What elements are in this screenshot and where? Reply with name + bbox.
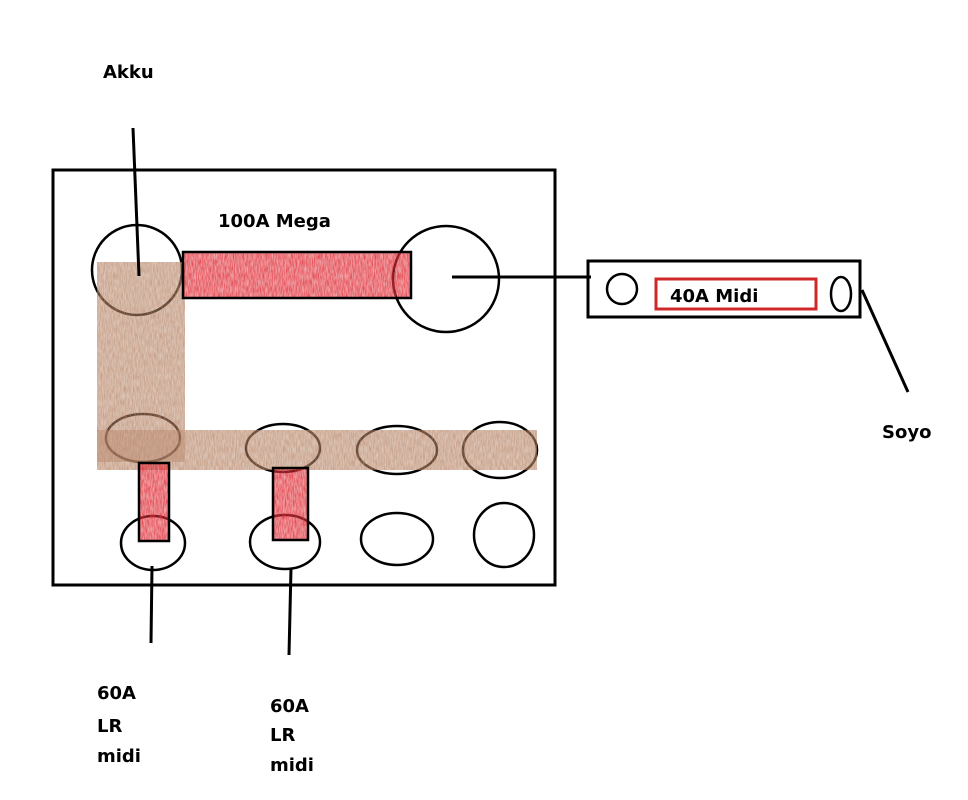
midi-fuse-40a-box bbox=[654, 277, 818, 311]
busbar bbox=[97, 262, 537, 470]
midi-fuse-60a-left bbox=[137, 461, 171, 543]
fuse-left-label-line2: LR bbox=[97, 716, 122, 737]
fuse-left-label-line1: 60A bbox=[97, 683, 136, 704]
fuse-right-label-line3: midi bbox=[270, 755, 314, 776]
akku-label: Akku bbox=[103, 62, 154, 83]
fuse-right-label-line1: 60A bbox=[270, 696, 309, 717]
midi-40a-label: 40A Midi bbox=[670, 286, 758, 307]
midi-fuse-60a-right bbox=[271, 466, 310, 542]
midi-holder-terminal-right bbox=[829, 275, 853, 313]
mega-fuse-label: 100A Mega bbox=[218, 211, 331, 232]
fuse-left-label: 60A LR midi bbox=[97, 683, 141, 767]
battery-cable bbox=[131, 127, 141, 277]
midi-holder-terminal-left bbox=[605, 272, 639, 306]
fuse-right-label: 60A LR midi bbox=[270, 696, 314, 776]
mega-fuse-100a bbox=[181, 250, 413, 300]
fuse-left-cable bbox=[149, 565, 154, 644]
bottom-terminal-4 bbox=[472, 501, 536, 569]
soyo-cable bbox=[860, 289, 910, 393]
midi-holder-outline bbox=[586, 259, 862, 319]
fuse-block-outline bbox=[51, 168, 557, 587]
bottom-terminal-3 bbox=[359, 511, 435, 567]
soyo-label: Soyo bbox=[882, 422, 931, 443]
fuse-right-cable bbox=[287, 567, 293, 656]
fuse-right-label-line2: LR bbox=[270, 725, 295, 746]
fuse-left-label-line3: midi bbox=[97, 746, 141, 767]
